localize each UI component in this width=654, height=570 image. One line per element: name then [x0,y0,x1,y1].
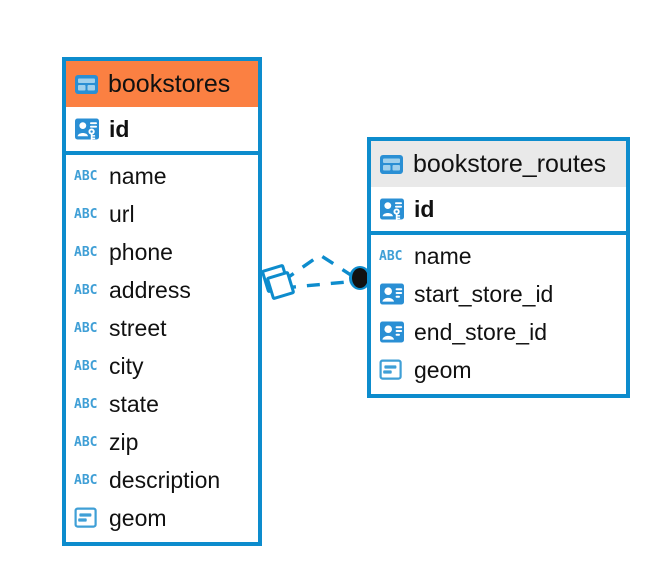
abc-text-icon: ABC [74,358,98,374]
entity-title: bookstore_routes [413,149,607,178]
field-label: start_store_id [414,280,554,307]
geometry-icon [74,507,100,529]
abc-text-icon: ABC [74,396,98,412]
field-row[interactable]: ABC name [66,157,258,195]
field-row[interactable]: ABC address [66,271,258,309]
diamond-endpoint-icon[interactable] [261,264,295,300]
field-row[interactable]: ABC description [66,461,258,499]
primary-key-row[interactable]: id [371,187,626,235]
primary-key-icon [74,116,100,142]
field-label: state [109,390,159,417]
field-row[interactable]: end_store_id [371,313,626,351]
field-label: description [109,466,221,493]
field-label: name [109,162,167,189]
abc-text-icon: ABC [74,206,98,222]
foreign-key-icon [379,282,405,306]
field-row[interactable]: ABC zip [66,423,258,461]
relationship-line-lower[interactable] [282,279,358,290]
field-label: url [109,200,135,227]
entity-table-bookstores[interactable]: bookstores [62,57,262,546]
abc-text-icon: ABC [74,320,98,336]
primary-key-row[interactable]: id [66,107,258,155]
field-row[interactable]: start_store_id [371,275,626,313]
field-row[interactable]: ABC street [66,309,258,347]
relationship-line-upper[interactable] [282,252,358,283]
abc-text-icon: ABC [74,168,98,184]
field-label: geom [109,504,167,531]
fields-list-bookstore-routes: ABC name start_store_id [371,235,626,392]
entity-title: bookstores [108,69,231,98]
foreign-key-icon [379,320,405,344]
field-row[interactable]: ABC state [66,385,258,423]
primary-key-label: id [109,115,130,142]
primary-key-label: id [414,195,435,222]
field-label: geom [414,356,472,383]
abc-text-icon: ABC [74,282,98,298]
abc-text-icon: ABC [74,434,98,450]
entity-header-bookstore-routes[interactable]: bookstore_routes [371,141,626,187]
geometry-icon [379,359,405,381]
abc-text-icon: ABC [74,244,98,260]
primary-key-icon [379,196,405,222]
field-label: end_store_id [414,318,547,345]
field-row[interactable]: ABC city [66,347,258,385]
field-row[interactable]: ABC url [66,195,258,233]
field-label: city [109,352,144,379]
field-row[interactable]: ABC phone [66,233,258,271]
field-row[interactable]: geom [66,499,258,537]
abc-text-icon: ABC [74,472,98,488]
table-icon [379,152,404,177]
field-label: phone [109,238,173,265]
field-row[interactable]: geom [371,351,626,389]
field-row[interactable]: ABC name [371,237,626,275]
field-label: address [109,276,191,303]
field-label: zip [109,428,139,455]
table-icon [74,72,99,97]
abc-text-icon: ABC [379,248,403,264]
entity-table-bookstore-routes[interactable]: bookstore_routes [367,137,630,398]
fields-list-bookstores: ABC name ABC url ABC phone ABC address A… [66,155,258,540]
field-label: street [109,314,167,341]
field-label: name [414,242,472,269]
entity-header-bookstores[interactable]: bookstores [66,61,258,107]
